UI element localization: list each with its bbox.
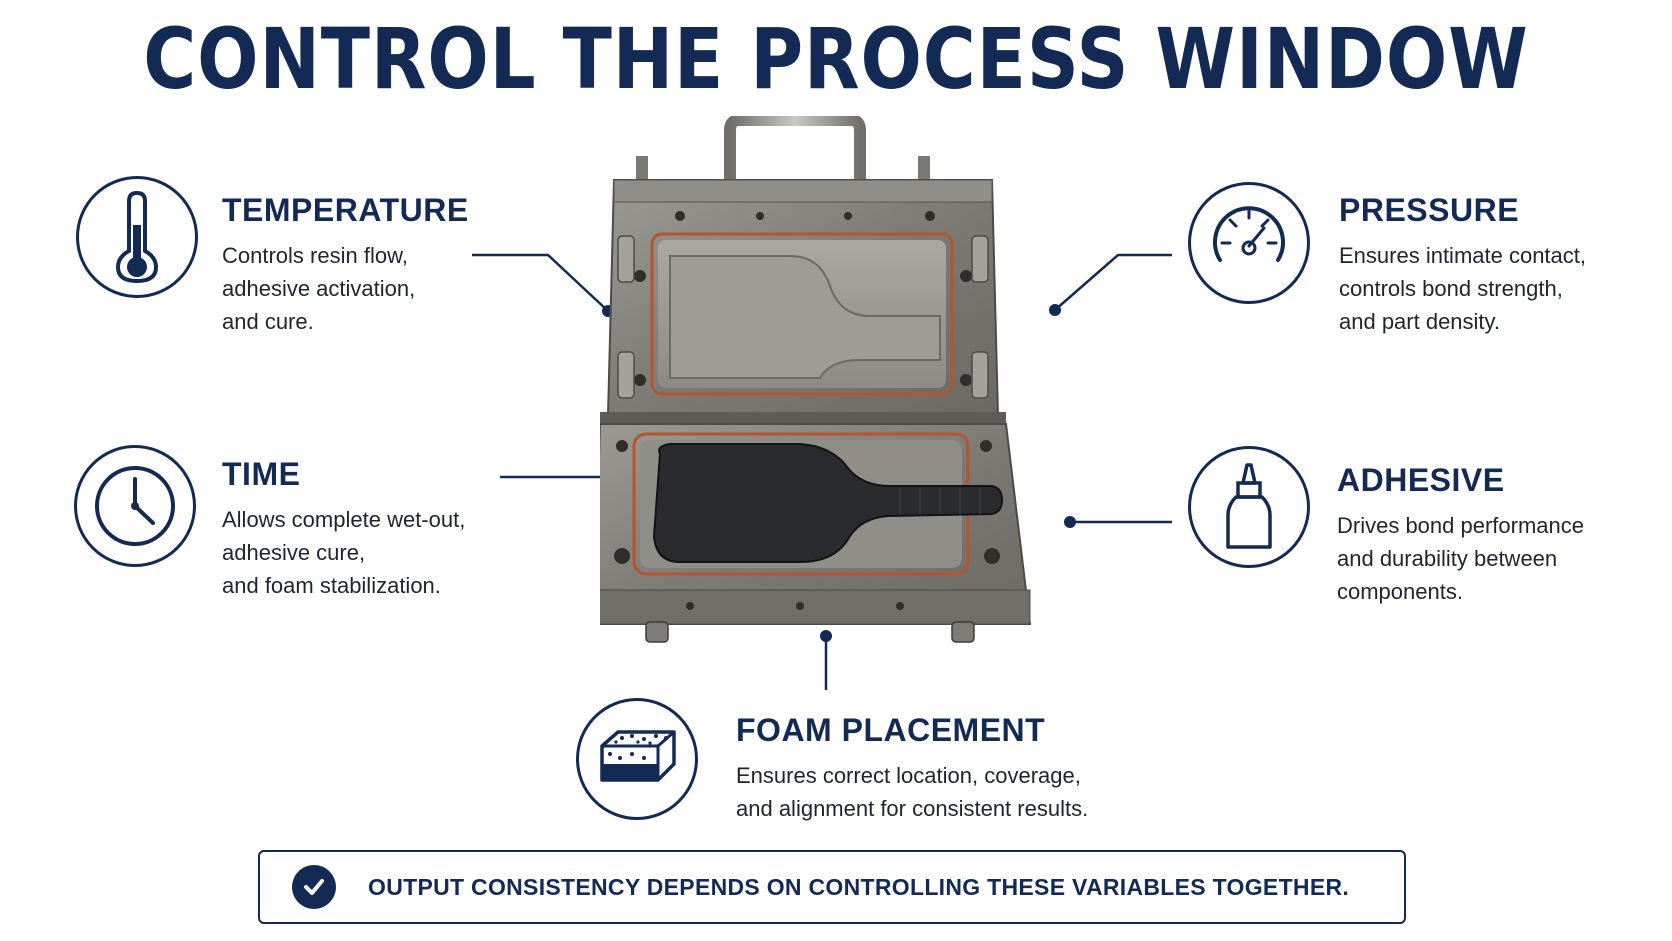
pressure-connector: [1054, 253, 1172, 311]
temperature-line-1: Controls resin flow,: [222, 243, 408, 268]
foam-line-1: Ensures correct location, coverage,: [736, 763, 1081, 788]
compression-mold-illustration: [600, 116, 1032, 643]
pressure-line-3: and part density.: [1339, 309, 1501, 334]
temperature-heading: TEMPERATURE: [222, 192, 469, 228]
foam-block-icon: [576, 698, 698, 820]
temperature-line-2: adhesive activation,: [222, 276, 416, 301]
temperature-line-3: and cure.: [222, 309, 314, 334]
time-line-2: adhesive cure,: [222, 540, 366, 565]
clock-icon: [74, 445, 196, 567]
foam-heading: FOAM PLACEMENT: [736, 712, 1046, 748]
adhesive-heading: ADHESIVE: [1337, 462, 1505, 498]
adhesive-line-1: Drives bond performance: [1337, 513, 1585, 538]
summary-banner-text: OUTPUT CONSISTENCY DEPENDS ON CONTROLLIN…: [368, 873, 1350, 900]
pressure-block: PRESSURE Ensures intimate contact, contr…: [1339, 192, 1586, 338]
time-heading: TIME: [222, 456, 301, 492]
foam-line-2: and alignment for consistent results.: [736, 796, 1089, 821]
foam-placement-block: FOAM PLACEMENT Ensures correct location,…: [736, 712, 1088, 825]
summary-banner: OUTPUT CONSISTENCY DEPENDS ON CONTROLLIN…: [258, 850, 1406, 924]
pressure-line-1: Ensures intimate contact,: [1339, 243, 1587, 268]
temperature-connector: [472, 253, 609, 312]
thermometer-icon: [76, 176, 198, 298]
glue-bottle-icon: [1188, 446, 1310, 568]
page-title: CONTROL THE PROCESS WINDOW: [143, 10, 1529, 108]
adhesive-line-3: components.: [1337, 579, 1463, 604]
paddle-blank: [652, 443, 1004, 563]
mold-handle: [724, 116, 866, 188]
adhesive-block: ADHESIVE Drives bond performance and dur…: [1337, 462, 1584, 608]
time-block: TIME Allows complete wet-out, adhesive c…: [222, 456, 465, 602]
adhesive-line-2: and durability between: [1337, 546, 1558, 571]
temperature-block: TEMPERATURE Controls resin flow, adhesiv…: [222, 192, 469, 338]
time-line-3: and foam stabilization.: [222, 573, 441, 598]
gauge-icon: [1188, 182, 1310, 304]
check-circle-icon: [292, 865, 336, 909]
upper-seal: [650, 232, 954, 396]
pressure-line-2: controls bond strength,: [1339, 276, 1563, 301]
pressure-heading: PRESSURE: [1339, 192, 1520, 228]
time-line-1: Allows complete wet-out,: [222, 507, 466, 532]
